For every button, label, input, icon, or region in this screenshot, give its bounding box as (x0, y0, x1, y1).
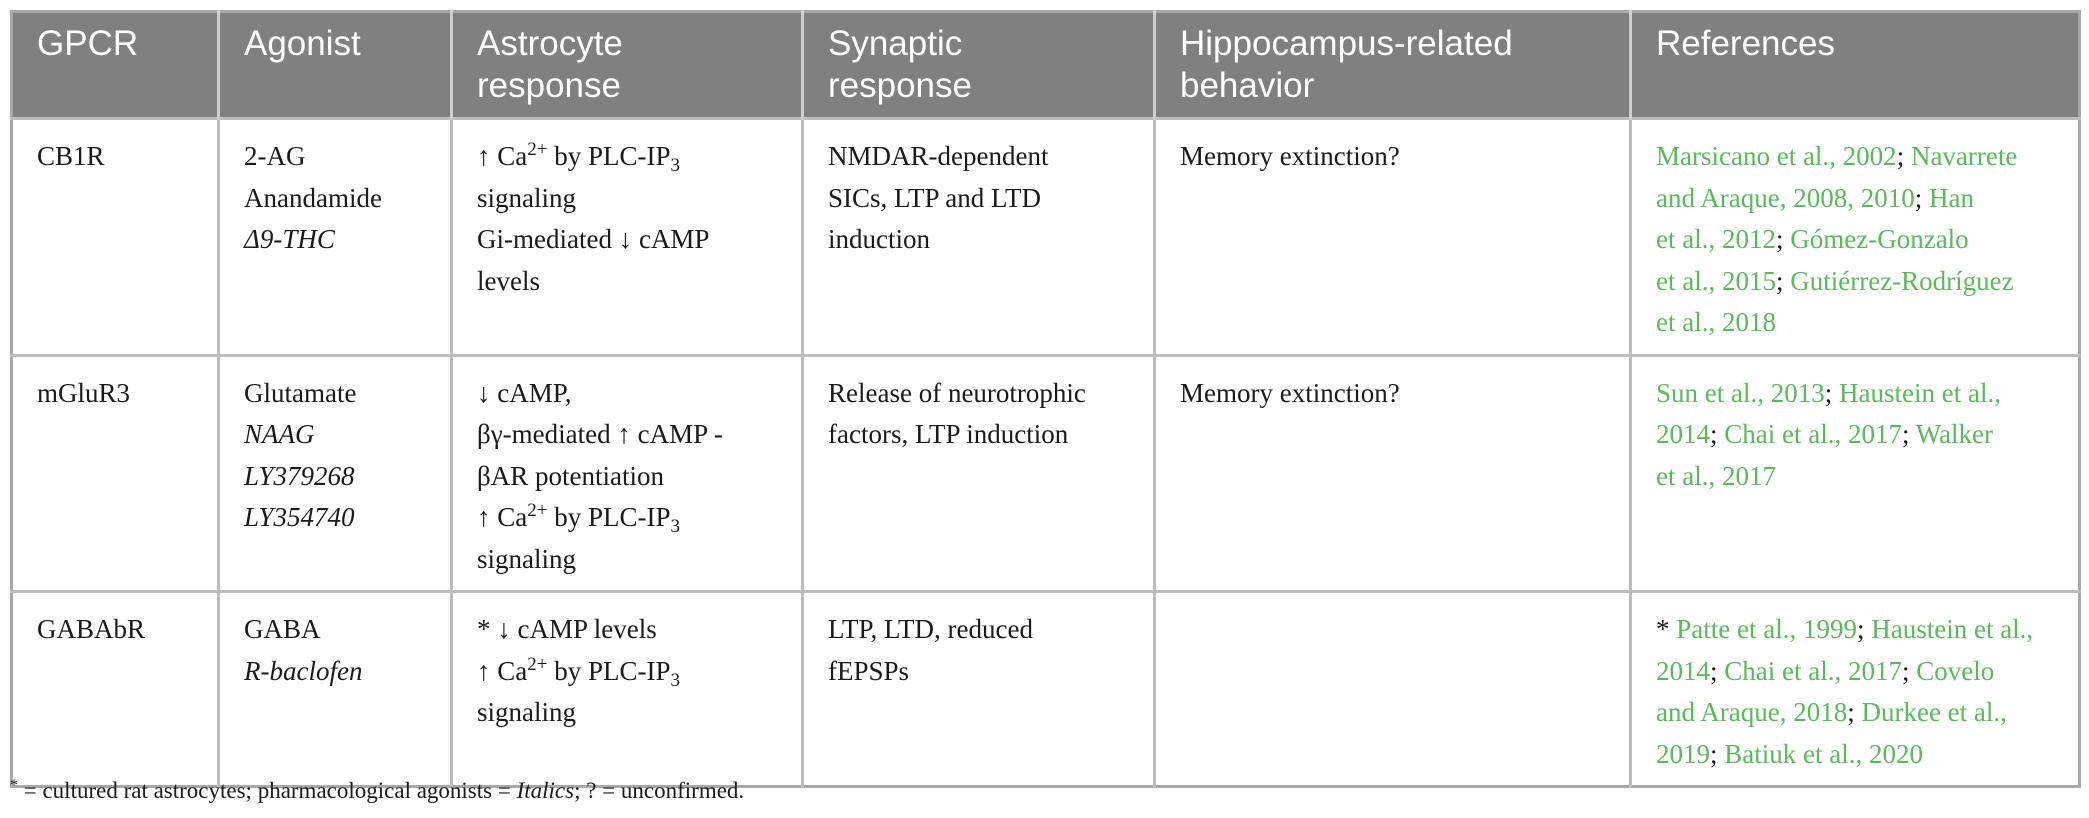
cell-astrocyte-response: ↑ Ca2+ by PLC-IP3 signaling Gi-mediated … (450, 117, 803, 355)
header-agonist: Agonist (217, 11, 452, 119)
reference-link[interactable]: Marsicano et al., 2002 (1656, 141, 1897, 171)
cell-references: * Patte et al., 1999; Haustein et al., 2… (1629, 590, 2080, 787)
reference-link[interactable]: Durkee et al., (1861, 697, 2007, 727)
reference-link[interactable]: Chai et al., 2017 (1724, 419, 1902, 449)
reference-link[interactable]: Covelo (1916, 655, 1995, 686)
reference-link[interactable]: 2014 (1656, 419, 1710, 449)
cell-gpcr: GABAbR (11, 590, 219, 787)
reference-link[interactable]: 2019 (1656, 738, 1710, 769)
header-references: References (1629, 11, 2080, 119)
reference-link[interactable]: Gutiérrez-Rodríguez (1790, 265, 2014, 296)
cell-behavior: Memory extinction? (1153, 353, 1631, 592)
reference-link[interactable]: Batiuk et al., 2020 (1724, 738, 1923, 769)
reference-link[interactable]: Han (1928, 182, 1974, 213)
reference-link[interactable]: et al., 2012 (1656, 224, 1776, 254)
reference-link[interactable]: et al., 2018 (1656, 307, 1776, 337)
table-row: mGluR3 Glutamate NAAG LY379268 LY354740 … (11, 353, 2080, 592)
reference-link[interactable]: Gómez-Gonzalo (1790, 224, 1969, 254)
reference-link[interactable]: Sun et al., 2013 (1656, 377, 1825, 408)
reference-link[interactable]: Chai et al., 2017 (1724, 655, 1902, 686)
cell-synaptic-response: LTP, LTD, reduced fEPSPs (801, 590, 1155, 787)
reference-link[interactable]: and Araque, 2018 (1656, 697, 1848, 727)
reference-link[interactable]: et al., 2015 (1656, 265, 1776, 296)
cell-agonist: GABA R-baclofen (217, 590, 452, 787)
cell-astrocyte-response: ↓ cAMP, βγ-mediated ↑ cAMP - βAR potenti… (450, 353, 803, 592)
cell-astrocyte-response: * ↓ cAMP levels ↑ Ca2+ by PLC-IP3 signal… (450, 590, 803, 787)
cell-agonist: Glutamate NAAG LY379268 LY354740 (217, 353, 452, 592)
table-row: GABAbR GABA R-baclofen * ↓ cAMP levels ↑… (11, 590, 2080, 787)
reference-link[interactable]: Walker (1915, 419, 1994, 449)
cell-gpcr: mGluR3 (11, 353, 219, 592)
table-footnote: * = cultured rat astrocytes; pharmacolog… (10, 777, 745, 804)
reference-link[interactable]: Navarrete (1910, 141, 2018, 171)
cell-gpcr: CB1R (11, 117, 219, 355)
cell-references: Marsicano et al., 2002; Navarrete and Ar… (1629, 117, 2080, 355)
reference-link[interactable]: Haustein et al., (1839, 377, 2001, 408)
cell-behavior: Memory extinction? (1153, 117, 1631, 355)
header-gpcr: GPCR (11, 11, 219, 119)
reference-link[interactable]: Haustein et al., (1871, 614, 2034, 644)
reference-link[interactable]: Patte et al., 1999 (1676, 614, 1857, 644)
reference-link[interactable]: 2014 (1656, 655, 1710, 686)
cell-synaptic-response: Release of neurotrophic factors, LTP ind… (801, 353, 1155, 592)
table-row: CB1R 2-AG Anandamide Δ9-THC ↑ Ca2+ by PL… (11, 117, 2080, 355)
cell-agonist: 2-AG Anandamide Δ9-THC (217, 117, 452, 355)
cell-references: Sun et al., 2013; Haustein et al., 2014;… (1629, 353, 2080, 592)
reference-link[interactable]: et al., 2017 (1656, 460, 1776, 491)
reference-link[interactable]: and Araque, 2008, 2010 (1656, 182, 1915, 213)
cell-behavior (1153, 590, 1631, 787)
cell-synaptic-response: NMDAR-dependent SICs, LTP and LTD induct… (801, 117, 1155, 355)
